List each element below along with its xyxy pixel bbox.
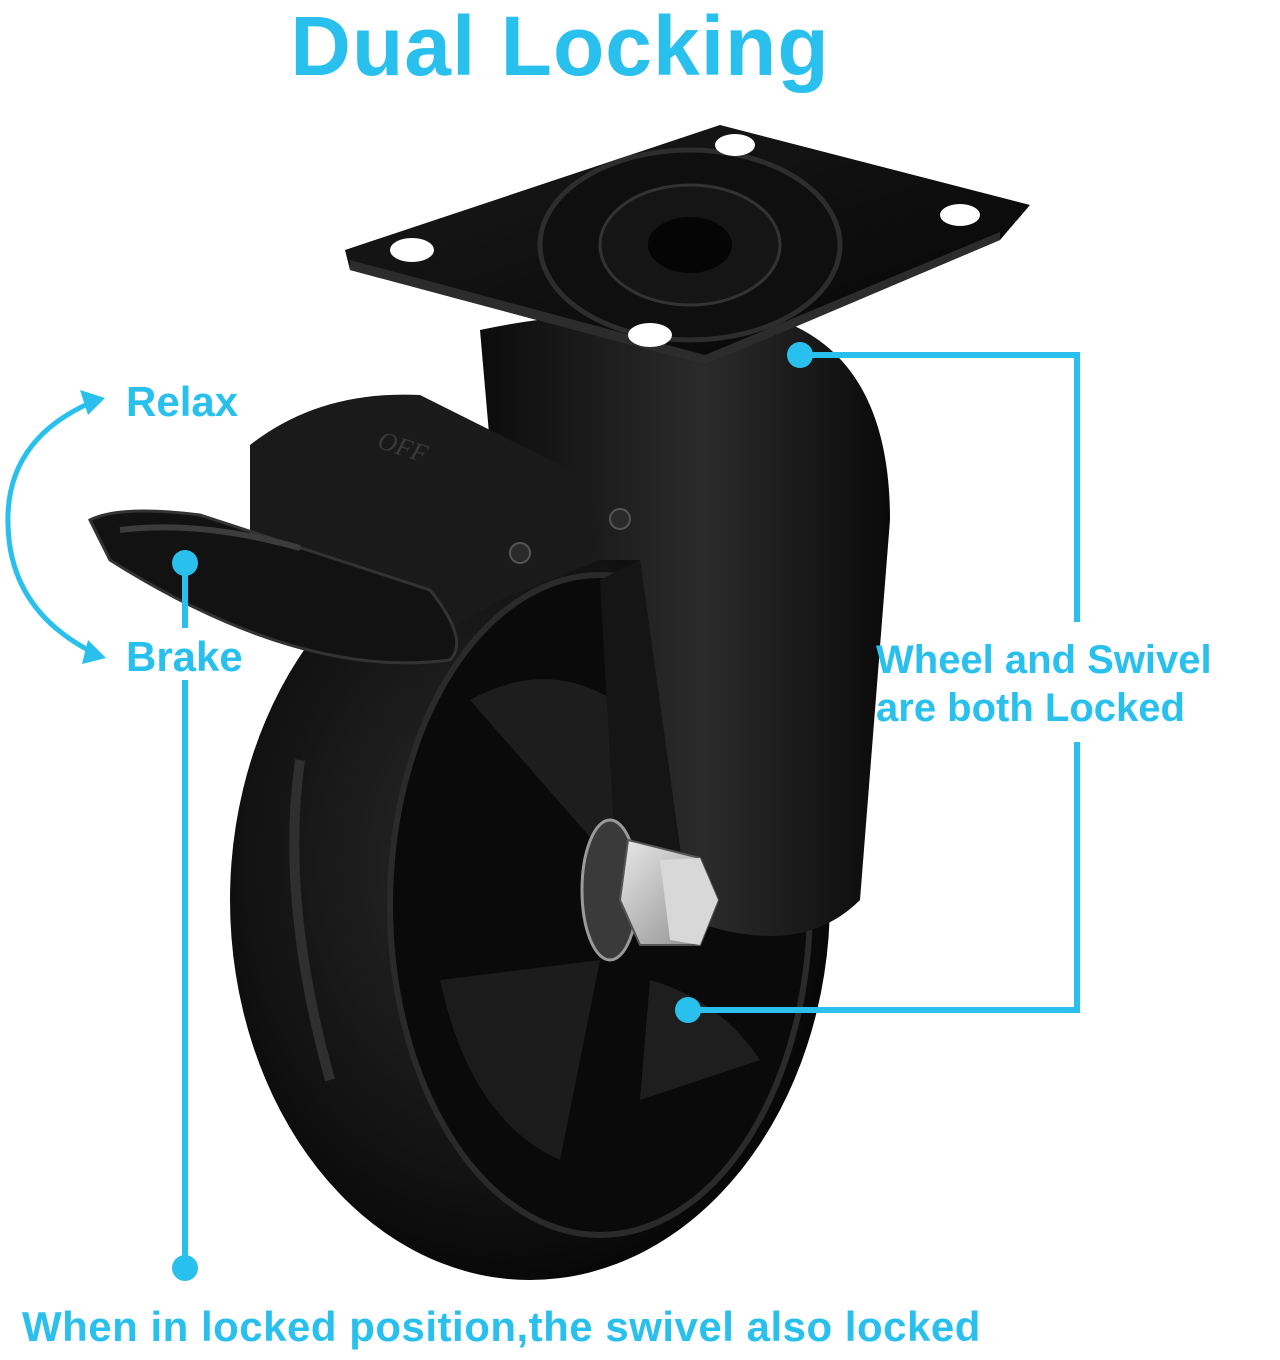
callout-dot-icon: [675, 997, 701, 1023]
relax-label: Relax: [126, 378, 239, 425]
callout-dot-icon: [172, 1255, 198, 1281]
callout-dots: [172, 342, 813, 1281]
callout-dot-icon: [172, 550, 198, 576]
callout-lines: [182, 352, 1080, 1268]
brake-lever: OFF: [87, 394, 631, 665]
wheel-swivel-locked-note: Wheel and Swivel are both Locked: [876, 636, 1212, 732]
axle-bolt: [580, 818, 720, 962]
top-plate: [345, 125, 1030, 365]
callout-dot-icon: [787, 342, 813, 368]
footer-caption: When in locked position,the swivel also …: [22, 1303, 981, 1350]
locked-note-line-1: Wheel and Swivel: [876, 638, 1212, 682]
locked-note-line-2: are both Locked: [876, 686, 1185, 730]
curved-double-arrow-icon: [5, 390, 106, 664]
page-title: Dual Locking: [290, 0, 830, 93]
brake-label: Brake: [126, 633, 243, 680]
